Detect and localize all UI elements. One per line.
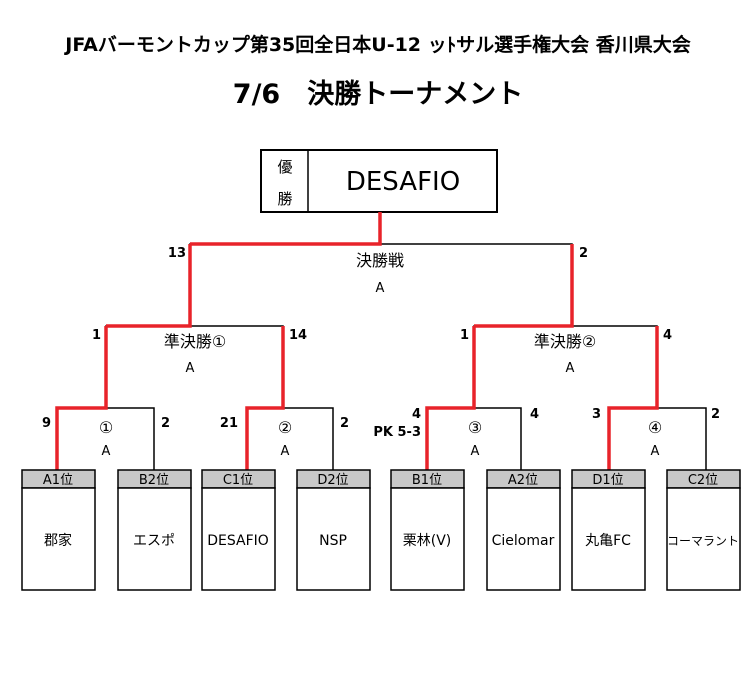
semi1-round-name: 準決勝①	[164, 332, 226, 351]
q2-score-right: 2	[340, 416, 349, 431]
team-name: 郡家	[44, 532, 72, 549]
team-slot: B2位	[139, 473, 169, 488]
team-slot: D1位	[592, 473, 623, 488]
q1-venue: A	[102, 444, 111, 459]
team-box: C1位 DESAFIO	[201, 469, 276, 591]
semi1-score-left: 1	[92, 328, 101, 343]
team-name: 丸亀FC	[585, 533, 631, 549]
q3-score-left: 4	[412, 407, 421, 422]
champion-name: DESAFIO	[346, 167, 460, 197]
q4-score-left: 3	[592, 407, 601, 422]
q3-venue: A	[471, 444, 480, 459]
team-box: B2位 エスポ	[117, 469, 192, 591]
q2-match-number: ②	[278, 418, 292, 437]
q3-pk-score: PK 5-3	[373, 425, 421, 440]
team-box: B1位 栗林(V)	[390, 469, 465, 591]
q1-score-left: 9	[42, 416, 51, 431]
team-box: A2位 Cielomar	[486, 469, 561, 591]
team-name: Cielomar	[492, 533, 555, 549]
quarterfinal-2: 21 2 ② A	[220, 416, 349, 459]
team-slot: C1位	[223, 473, 253, 488]
team-name: DESAFIO	[207, 533, 269, 549]
champion-label-bottom: 勝	[277, 190, 292, 208]
team-name: 栗林(V)	[403, 533, 452, 549]
team-slot: D2位	[317, 473, 348, 488]
team-name: エスポ	[133, 533, 175, 549]
team-box: D2位 NSP	[296, 469, 371, 591]
team-box: C2位 コーマラント	[666, 469, 741, 591]
team-box: D1位 丸亀FC	[571, 469, 646, 591]
semi2-venue: A	[566, 361, 575, 376]
team-name: NSP	[319, 533, 347, 549]
quarterfinal-4: 3 2 ④ A	[592, 407, 720, 459]
quarterfinal-1: 9 2 ① A	[42, 416, 170, 459]
tournament-title: JFAバーモントカップ第35回全日本U-12 ッﾄサル選手権大会 香川県大会	[65, 34, 691, 56]
semifinal-2: 1 4 準決勝② A	[460, 328, 672, 376]
q2-score-left: 21	[220, 416, 238, 431]
semi1-score-right: 14	[289, 328, 307, 343]
semi2-score-left: 1	[460, 328, 469, 343]
champion-box: 優 勝 DESAFIO	[260, 149, 498, 213]
winner-paths	[55, 212, 659, 470]
team-name: コーマラント	[667, 534, 739, 548]
q4-score-right: 2	[711, 407, 720, 422]
team-slot: B1位	[412, 473, 442, 488]
final-venue: A	[376, 281, 385, 296]
team-slot: A1位	[43, 473, 73, 488]
semi2-score-right: 4	[663, 328, 672, 343]
semifinal-1: 1 14 準決勝① A	[92, 328, 307, 376]
quarterfinal-3: 4 4 PK 5-3 ③ A	[373, 407, 539, 459]
q4-venue: A	[651, 444, 660, 459]
semi2-round-name: 準決勝②	[534, 332, 596, 351]
q1-match-number: ①	[99, 418, 113, 437]
final-round-name: 決勝戦	[356, 251, 404, 270]
q3-score-right: 4	[530, 407, 539, 422]
q3-match-number: ③	[468, 418, 482, 437]
final-match: 13 2 決勝戦 A	[168, 246, 588, 296]
page-subtitle: 7/6 決勝トーナメント	[232, 79, 524, 110]
team-slot: C2位	[688, 473, 718, 488]
team-box: A1位 郡家	[21, 469, 96, 591]
q1-score-right: 2	[161, 416, 170, 431]
final-score-right: 2	[579, 246, 588, 261]
final-score-left: 13	[168, 246, 186, 261]
semi1-venue: A	[186, 361, 195, 376]
q2-venue: A	[281, 444, 290, 459]
champion-label-top: 優	[277, 158, 292, 176]
q4-match-number: ④	[648, 418, 662, 437]
team-slot: A2位	[508, 473, 538, 488]
